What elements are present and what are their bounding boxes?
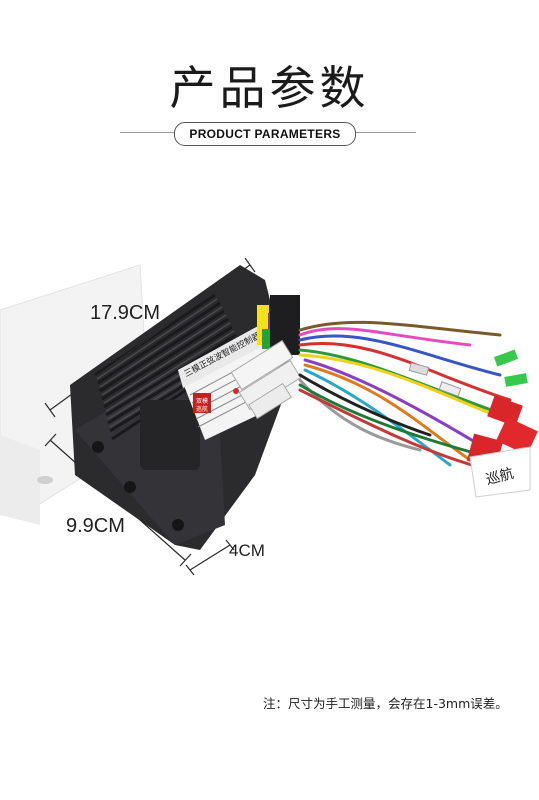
width-dimension: 9.9CM xyxy=(66,515,125,537)
product-photo: 三模正弦波智能控制器 双模 巡航 xyxy=(0,257,538,576)
wire-connectors xyxy=(408,349,538,469)
divider-right xyxy=(352,132,416,133)
label-stamp-2: 巡航 xyxy=(196,405,208,413)
section-subtitle: PRODUCT PARAMETERS xyxy=(174,122,356,146)
cruise-tag-label: 巡航 xyxy=(484,466,515,489)
label-stamp-1: 双模 xyxy=(196,397,208,405)
connector-block xyxy=(230,295,302,420)
page-title: 产品参数 xyxy=(169,61,370,115)
length-dimension: 17.9CM xyxy=(90,302,161,324)
divider-left xyxy=(120,132,176,133)
wire-bundle xyxy=(298,320,522,472)
cruise-tag: 巡航 xyxy=(469,446,531,498)
dimension-lines xyxy=(44,257,256,576)
measurement-note: 注：尺寸为手工测量，会存在1-3mm误差。 xyxy=(263,696,508,711)
height-dimension: 4CM xyxy=(229,541,265,560)
